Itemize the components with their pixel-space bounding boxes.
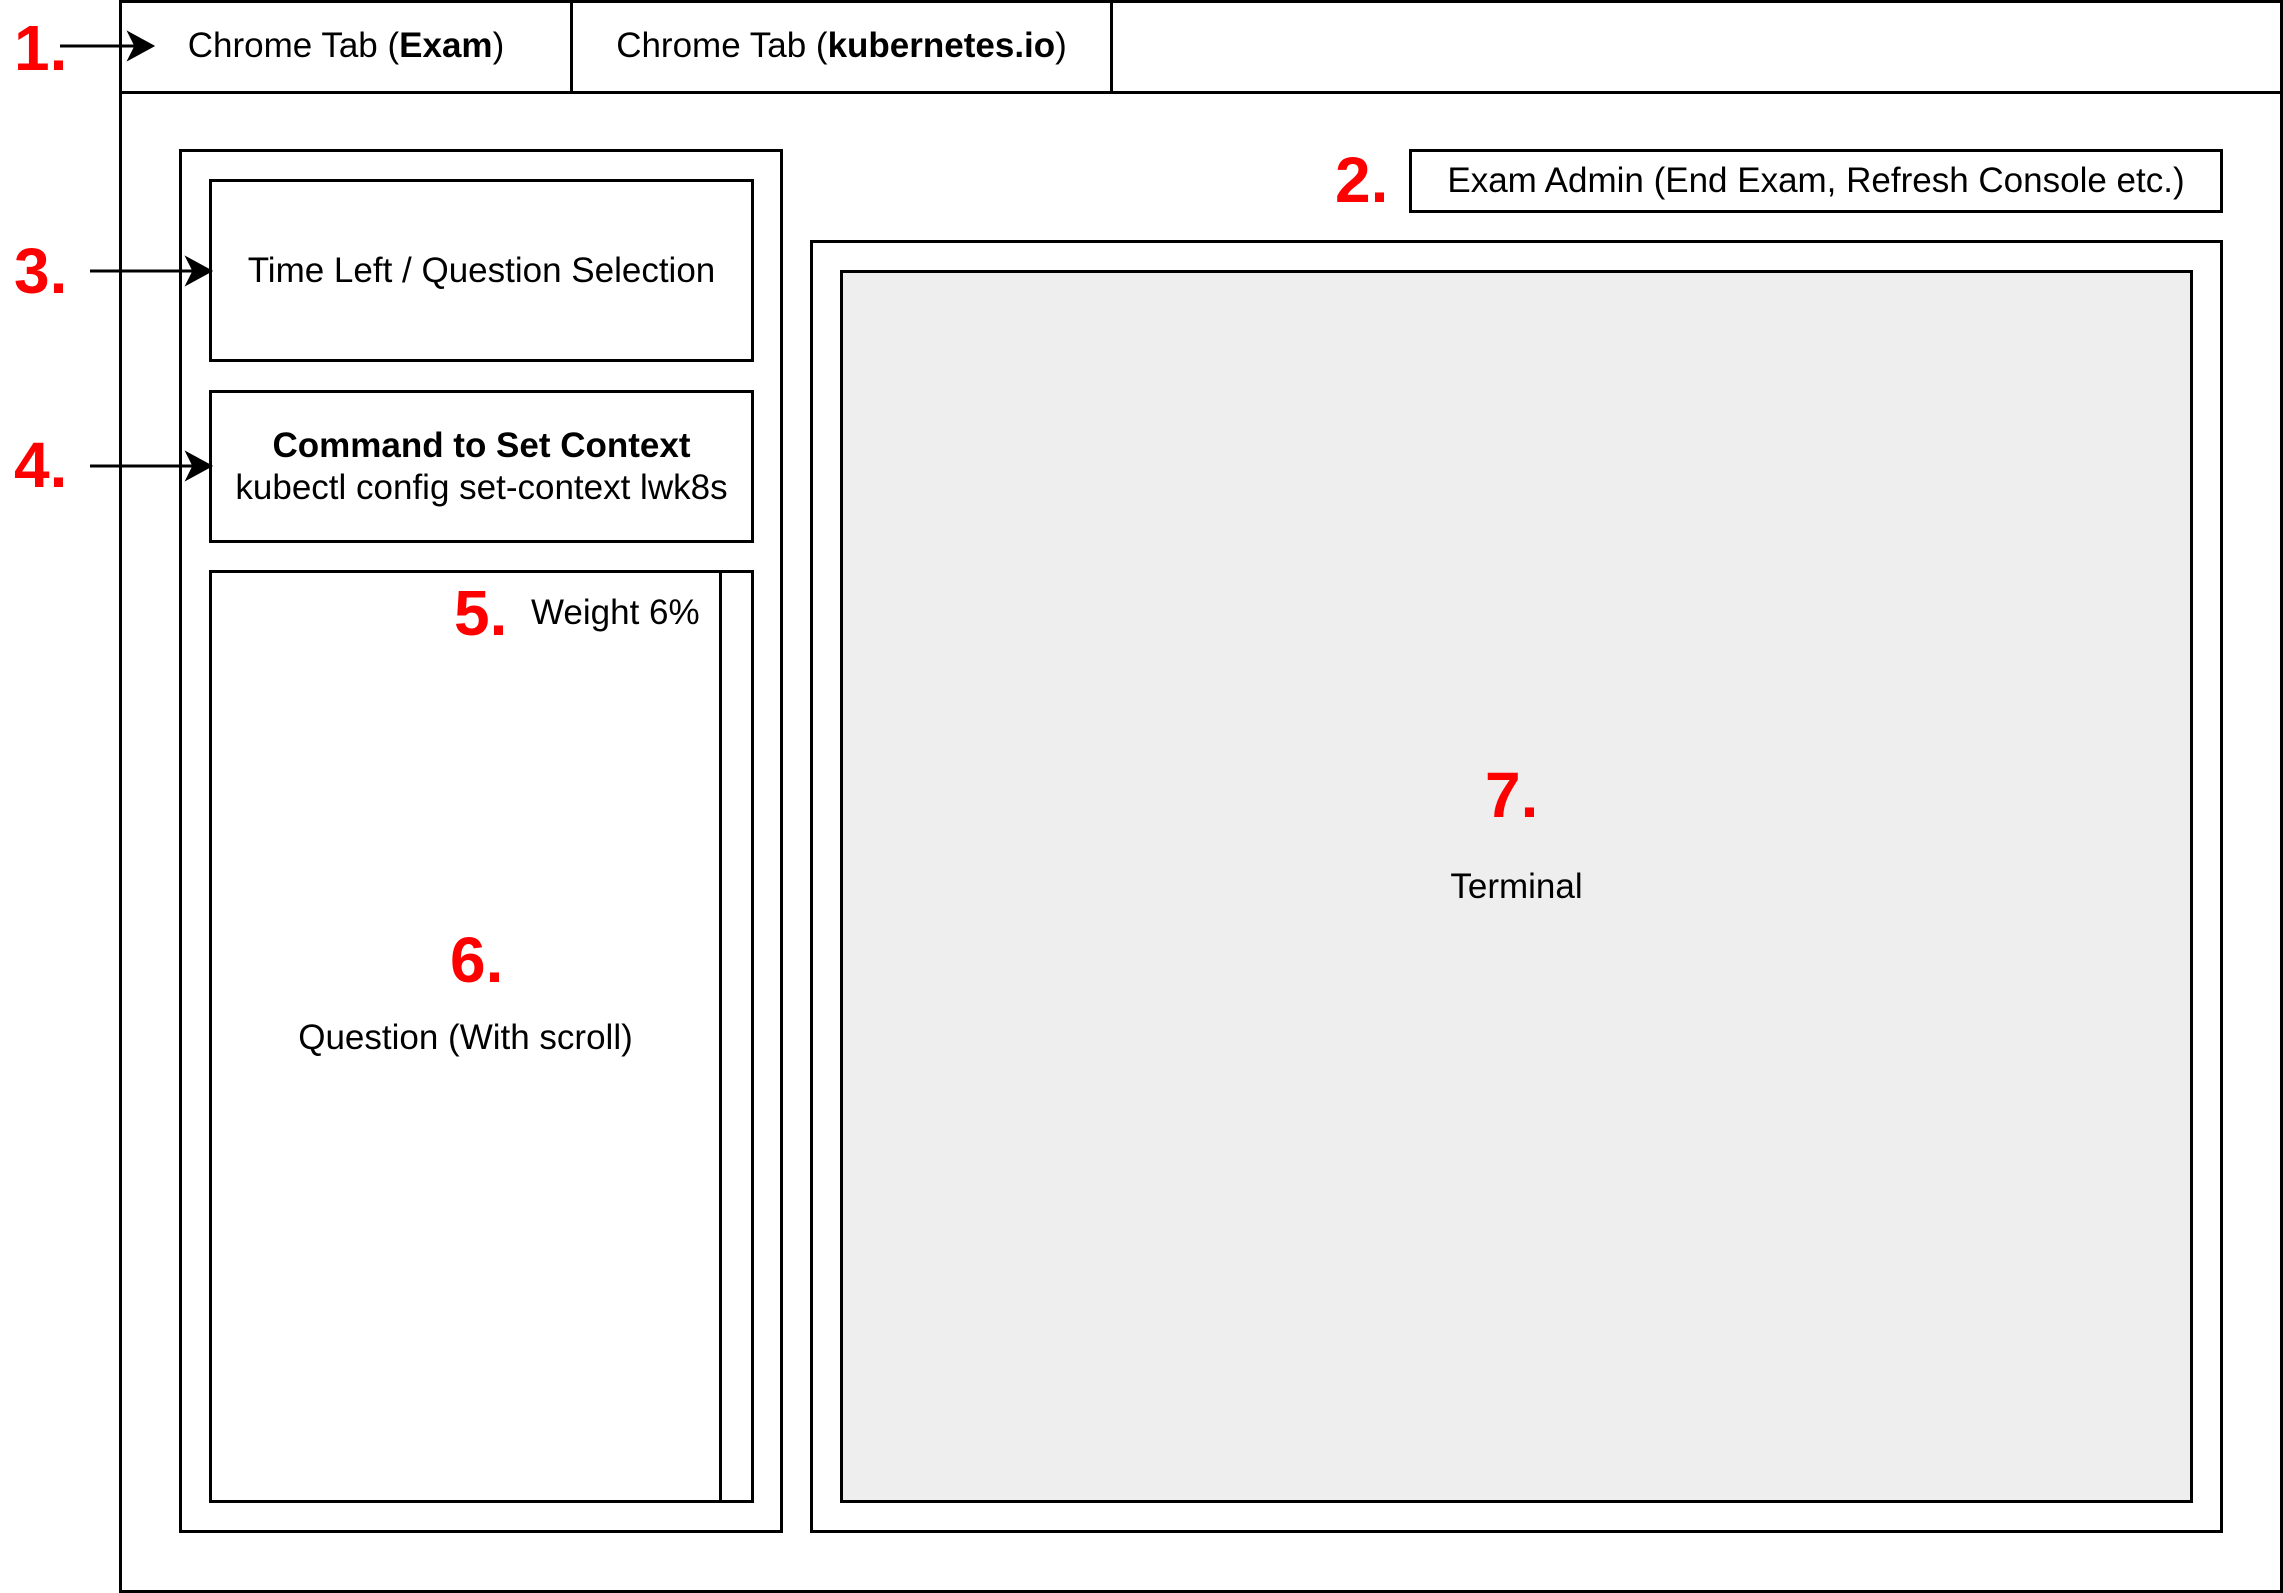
marker-5: 5. (454, 577, 508, 649)
time-left-label: Time Left / Question Selection (247, 250, 716, 290)
marker-1: 1. (14, 12, 68, 84)
set-context-command[interactable]: kubectl config set-context lwk8s (235, 467, 728, 507)
marker-2: 2. (1335, 144, 1389, 216)
tab-kubernetes-docs[interactable]: Chrome Tab (kubernetes.io) (573, 0, 1113, 91)
question-weight: Weight 6% (531, 593, 700, 632)
terminal[interactable] (840, 270, 2193, 1503)
marker-4: 4. (14, 429, 68, 501)
question-panel (209, 570, 754, 1503)
time-left-question-selection[interactable]: Time Left / Question Selection (209, 179, 754, 362)
exam-admin-label: Exam Admin (End Exam, Refresh Console et… (1447, 161, 2185, 200)
tab-exam-bold: Exam (399, 25, 493, 65)
marker-7: 7. (1485, 759, 1539, 831)
tab-bar (119, 0, 2283, 94)
marker-6: 6. (450, 924, 504, 996)
tab-exam-prefix: Chrome Tab ( (187, 25, 400, 65)
set-context-title: Command to Set Context (272, 425, 691, 465)
set-context-command-box: Command to Set Context kubectl config se… (209, 390, 754, 543)
marker-3: 3. (14, 235, 68, 307)
question-text: Question (With scroll) (298, 1018, 633, 1057)
tab-exam[interactable]: Chrome Tab (Exam) (122, 0, 573, 91)
tab-exam-suffix: ) (492, 25, 505, 65)
question-scrollbar[interactable] (719, 570, 754, 1503)
tab-kubernetes-bold: kubernetes.io (827, 25, 1056, 65)
terminal-label: Terminal (1450, 867, 1583, 906)
tab-kubernetes-prefix: Chrome Tab ( (616, 25, 828, 65)
exam-admin-menu[interactable]: Exam Admin (End Exam, Refresh Console et… (1409, 149, 2223, 213)
tab-kubernetes-suffix: ) (1055, 25, 1067, 65)
